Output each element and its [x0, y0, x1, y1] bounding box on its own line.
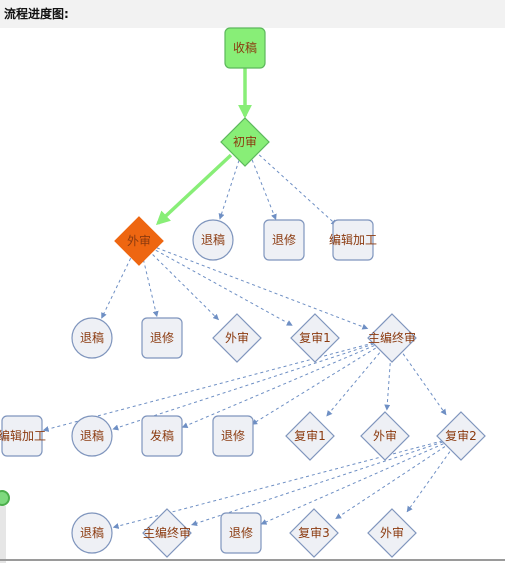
flow-node-shape — [212, 313, 262, 363]
edge-n11-n15 — [251, 347, 376, 425]
flow-node-shape — [71, 317, 113, 359]
edge-n3-n10 — [155, 249, 293, 326]
edge-n2-n6 — [258, 154, 338, 226]
flow-node-n2[interactable]: 初审 — [220, 117, 270, 167]
flow-node-n1[interactable]: 收稿 — [224, 27, 266, 69]
edge-n11-n13 — [112, 343, 374, 431]
flow-node-shape — [360, 411, 410, 461]
flow-node-shape — [289, 508, 339, 558]
flow-node-shape — [220, 117, 270, 167]
edge-n2-n3 — [155, 153, 233, 226]
flow-node-shape — [263, 219, 305, 261]
status-dot-icon — [0, 490, 10, 506]
flow-node-shape — [332, 219, 374, 261]
flow-node-label: 外审 — [127, 233, 151, 248]
flow-node-label: 退修 — [150, 330, 174, 345]
flow-node-shape — [290, 313, 340, 363]
flow-node-n13[interactable]: 退稿 — [71, 415, 113, 457]
bottom-divider — [0, 559, 505, 561]
flow-node-n17[interactable]: 外审 — [360, 411, 410, 461]
flow-node-n7[interactable]: 退稿 — [71, 317, 113, 359]
flow-node-n20[interactable]: 主编终审 — [142, 508, 192, 558]
flow-node-shape — [71, 415, 113, 457]
flow-node-n18[interactable]: 复审2 — [436, 411, 486, 461]
flow-node-label: 退稿 — [80, 330, 104, 345]
edges-layer — [42, 64, 451, 529]
flow-node-label: 外审 — [373, 428, 397, 443]
flow-node-shape — [114, 216, 164, 266]
edge-n18-n21 — [260, 443, 444, 525]
flow-node-n5[interactable]: 退修 — [263, 219, 305, 261]
flow-node-shape — [212, 415, 254, 457]
edge-n18-n22 — [335, 446, 446, 520]
flow-node-label: 主编终审 — [368, 330, 416, 345]
flow-node-n3[interactable]: 外审 — [114, 216, 164, 266]
flow-node-n23[interactable]: 外审 — [367, 508, 417, 558]
flow-node-n21[interactable]: 退修 — [220, 512, 262, 554]
flow-node-label: 收稿 — [233, 40, 257, 55]
flow-node-label: 退稿 — [80, 428, 104, 443]
flow-node-label: 外审 — [225, 330, 249, 345]
header-bar: 流程进度图: — [0, 0, 505, 28]
flow-node-shape — [1, 415, 43, 457]
flow-node-label: 复审2 — [445, 428, 477, 443]
edge-n3-n9 — [152, 254, 219, 321]
flow-node-shape — [220, 512, 262, 554]
flow-node-label: 主编终审 — [143, 525, 191, 540]
flow-node-shape — [141, 415, 183, 457]
flow-node-shape — [367, 313, 417, 363]
flow-node-n22[interactable]: 复审3 — [289, 508, 339, 558]
flow-node-label: 复审1 — [299, 330, 331, 345]
flow-node-n10[interactable]: 复审1 — [290, 313, 340, 363]
flow-node-shape — [367, 508, 417, 558]
edge-n11-n18 — [402, 353, 447, 416]
edge-n3-n11 — [156, 247, 369, 330]
edge-n2-n4 — [218, 160, 240, 220]
flow-node-shape — [141, 317, 183, 359]
page-title: 流程进度图: — [4, 7, 69, 21]
edge-n2-n5 — [251, 159, 277, 221]
flow-node-n16[interactable]: 复审1 — [285, 411, 335, 461]
edge-n18-n23 — [406, 451, 451, 513]
flow-node-label: 编辑加工 — [329, 232, 377, 247]
edge-n11-n14 — [181, 345, 375, 429]
flow-node-label: 退修 — [272, 232, 296, 247]
flow-node-shape — [224, 27, 266, 69]
flow-node-label: 外审 — [380, 525, 404, 540]
flow-node-label: 复审1 — [294, 428, 326, 443]
flow-node-n14[interactable]: 发稿 — [141, 415, 183, 457]
flow-node-shape — [192, 219, 234, 261]
flow-node-label: 发稿 — [150, 428, 174, 443]
flow-node-n19[interactable]: 退稿 — [71, 512, 113, 554]
flow-node-label: 复审3 — [298, 525, 330, 540]
flow-node-n8[interactable]: 退修 — [141, 317, 183, 359]
edge-n11-n17 — [384, 357, 392, 411]
flow-node-label: 退修 — [221, 428, 245, 443]
flow-node-shape — [142, 508, 192, 558]
flow-node-n6[interactable]: 编辑加工 — [329, 219, 377, 261]
flow-node-n4[interactable]: 退稿 — [192, 219, 234, 261]
flow-node-label: 退稿 — [80, 525, 104, 540]
flow-node-shape — [71, 512, 113, 554]
flow-node-label: 退稿 — [201, 232, 225, 247]
edge-n18-n20 — [191, 441, 443, 527]
flow-node-label: 初审 — [233, 134, 257, 149]
flow-node-shape — [285, 411, 335, 461]
flow-node-n9[interactable]: 外审 — [212, 313, 262, 363]
flow-node-n12[interactable]: 编辑加工 — [0, 415, 46, 457]
flow-node-n15[interactable]: 退修 — [212, 415, 254, 457]
flow-node-label: 编辑加工 — [0, 428, 46, 443]
flow-node-shape — [436, 411, 486, 461]
edge-n11-n16 — [326, 352, 381, 417]
edge-n3-n7 — [101, 258, 132, 319]
edge-n3-n8 — [142, 259, 159, 318]
flow-node-n11[interactable]: 主编终审 — [367, 313, 417, 363]
side-scroll-strip — [0, 506, 6, 563]
flow-node-label: 退修 — [229, 525, 253, 540]
